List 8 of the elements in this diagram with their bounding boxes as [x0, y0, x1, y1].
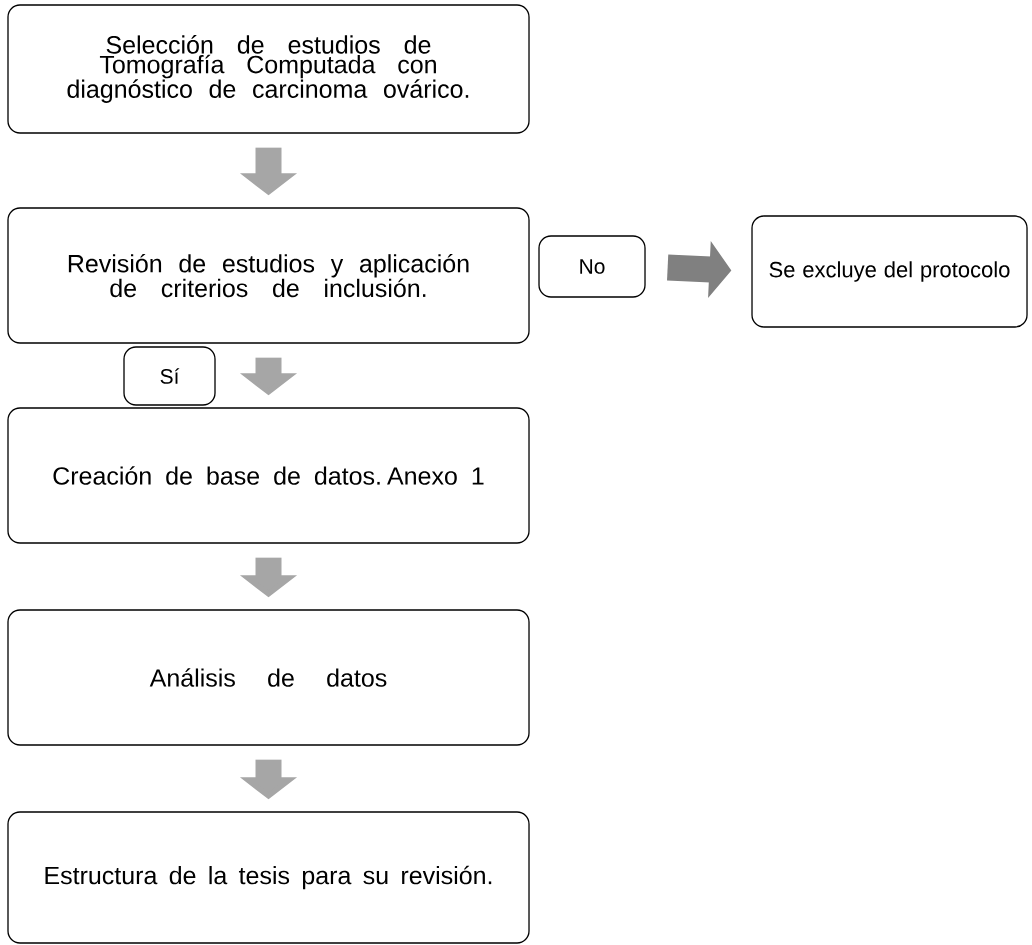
answer-box: Sí	[123, 346, 216, 406]
process-box: Selección de estudios de Tomografía Computada con diagnóstico de carcinoma ovárico.	[7, 4, 530, 134]
answer-box: No	[538, 235, 646, 298]
process-box: Estructura de la tesis para su revisión.	[7, 811, 530, 944]
process-box: Se excluye del protocolo	[751, 215, 1028, 328]
process-box: Análisis de datos	[7, 609, 530, 746]
process-box: Revisión de estudios y aplicación de criterios de inclusión.	[7, 207, 530, 344]
process-box: Creación de base de datos. Anexo 1	[7, 407, 530, 544]
